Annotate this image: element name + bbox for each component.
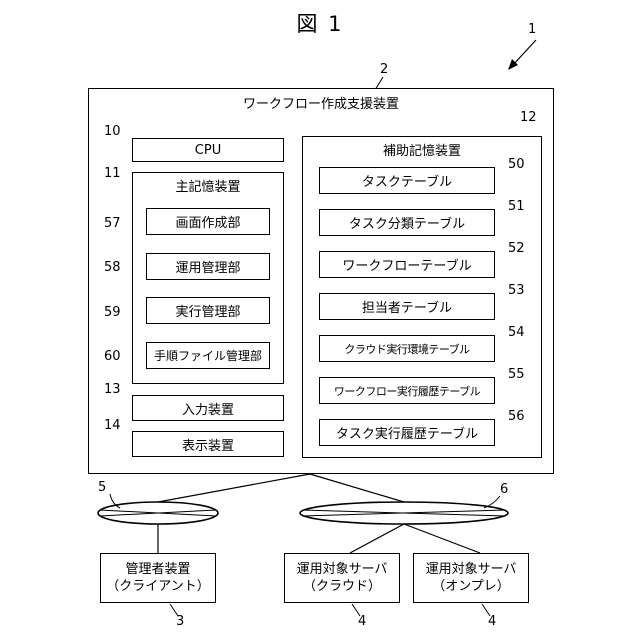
ref-input-device: 13 — [104, 382, 121, 397]
ref-admin-device: 3 — [176, 614, 184, 629]
ref-onprem-server: 4 — [488, 614, 496, 629]
ref-main-memory: 11 — [104, 166, 121, 181]
ref-screen-creation: 57 — [104, 216, 121, 231]
operation-management-label: 運用管理部 — [146, 253, 270, 280]
aux-storage-title: 補助記憶装置 — [302, 139, 542, 159]
ref-cpu: 10 — [104, 124, 121, 139]
task-table-label: タスクテーブル — [319, 167, 495, 194]
ref-assignee-table: 53 — [508, 283, 525, 298]
procedure-file-management-label: 手順ファイル管理部 — [146, 342, 270, 369]
task-history-table-label: タスク実行履歴テーブル — [319, 419, 495, 446]
onprem-server-line2: （オンプレ） — [432, 578, 510, 595]
ref-workflow-history-table: 55 — [508, 367, 525, 382]
onprem-server-label: 運用対象サーバ （オンプレ） — [413, 553, 529, 603]
admin-device-line1: 管理者装置 — [125, 561, 190, 578]
device-to-network-5 — [158, 474, 310, 502]
ref-display-device: 14 — [104, 418, 121, 433]
onprem-server-line1: 運用対象サーバ — [426, 561, 517, 578]
network-6-to-onprem — [404, 524, 480, 553]
ref-system: 1 — [528, 22, 536, 37]
display-device-label: 表示装置 — [132, 431, 284, 457]
ref-aux-storage: 12 — [520, 110, 537, 125]
cpu-label: CPU — [132, 138, 284, 162]
system-ref-arrow — [512, 40, 536, 66]
cloud-server-line1: 運用対象サーバ — [297, 561, 388, 578]
ref-device: 2 — [380, 62, 388, 77]
ref-execution-management: 59 — [104, 305, 121, 320]
cloud-server-line2: （クラウド） — [303, 578, 381, 595]
admin-device-label: 管理者装置 （クライアント） — [100, 553, 216, 603]
workflow-table-label: ワークフローテーブル — [319, 251, 495, 278]
workflow-history-table-label: ワークフロー実行履歴テーブル — [319, 377, 495, 404]
ref-operation-management: 58 — [104, 260, 121, 275]
ref-network-5: 5 — [98, 480, 106, 495]
device-title: ワークフロー作成支援装置 — [88, 93, 554, 111]
screen-creation-label: 画面作成部 — [146, 208, 270, 235]
ref-task-table: 50 — [508, 157, 525, 172]
cloud-env-table-label: クラウド実行環境テーブル — [319, 335, 495, 362]
cloud-server-label: 運用対象サーバ （クラウド） — [284, 553, 400, 603]
ref-network-6: 6 — [500, 482, 508, 497]
execution-management-label: 実行管理部 — [146, 297, 270, 324]
task-category-table-label: タスク分類テーブル — [319, 209, 495, 236]
device-to-network-6 — [310, 474, 404, 502]
main-memory-title: 主記憶装置 — [132, 175, 284, 195]
admin-device-line2: （クライアント） — [106, 578, 209, 595]
ref-cloud-server: 4 — [358, 614, 366, 629]
ref-procedure-file-management: 60 — [104, 349, 121, 364]
ref-task-history-table: 56 — [508, 409, 525, 424]
ref-cloud-env-table: 54 — [508, 325, 525, 340]
ref-workflow-table: 52 — [508, 241, 525, 256]
network-6-to-cloud — [350, 524, 404, 553]
assignee-table-label: 担当者テーブル — [319, 293, 495, 320]
ref-task-category-table: 51 — [508, 199, 525, 214]
input-device-label: 入力装置 — [132, 395, 284, 421]
